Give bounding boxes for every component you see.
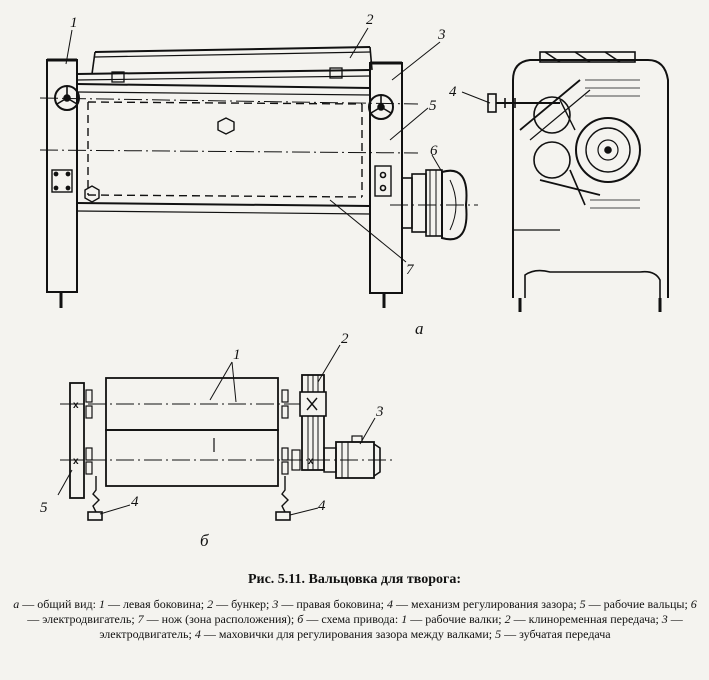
caption-key: 6	[690, 597, 697, 611]
front-view	[39, 46, 478, 308]
caption-text: — маховички для регулирования зазора меж…	[200, 627, 496, 641]
drive-scheme	[60, 374, 395, 521]
callout-a-7: 7	[406, 262, 415, 278]
callout-b-3: 3	[375, 404, 384, 420]
caption-key: 4	[194, 627, 201, 641]
caption-key: а	[13, 597, 20, 611]
caption-key: 1	[401, 612, 408, 626]
callout-b-1: 1	[233, 347, 241, 363]
caption-text: — механизм регулирования зазора;	[392, 597, 580, 611]
v-belt-drive	[299, 374, 327, 471]
callout-a-1: 1	[70, 15, 78, 31]
svg-text:x: x	[308, 456, 314, 467]
caption-text: — нож (зона расположения);	[143, 612, 298, 626]
caption-text: — электродвигатель;	[99, 612, 683, 641]
caption-text: — зубчатая передача	[501, 627, 611, 641]
callout-b-4-right: 4	[318, 498, 326, 514]
figure-caption-title: Рис. 5.11. Вальцовка для творога:	[247, 572, 462, 587]
caption-text: — левая боковина;	[104, 597, 208, 611]
caption-text: — правая боковина;	[278, 597, 387, 611]
caption-key: б	[297, 612, 304, 626]
caption-text: — электродвигатель;	[27, 612, 138, 626]
hopper	[76, 46, 373, 83]
left-adjust-handwheel-icon	[87, 476, 103, 521]
callout-a-4: 4	[449, 84, 457, 100]
caption-text: — общий вид:	[19, 597, 99, 611]
callout-a-6: 6	[430, 143, 438, 159]
svg-text:x: x	[73, 456, 79, 467]
sublabel-a: а	[415, 319, 424, 338]
caption-key: 5	[495, 627, 502, 641]
caption-key: 5	[579, 597, 586, 611]
motor-scheme	[323, 435, 381, 479]
working-rolls	[87, 101, 363, 198]
callout-b-4-left: 4	[131, 494, 139, 510]
caption-key: 1	[98, 597, 105, 611]
callout-a-2: 2	[366, 12, 374, 28]
caption-key: 4	[386, 597, 393, 611]
side-view	[487, 51, 669, 312]
caption-key: 2	[504, 612, 511, 626]
caption-key: 2	[207, 597, 214, 611]
caption-key: 3	[272, 597, 279, 611]
callout-b-5: 5	[40, 500, 48, 516]
figure-caption-body: а — общий вид: 1 — левая боковина; 2 — б…	[10, 597, 700, 642]
gap-adjustment-mechanism	[487, 93, 560, 113]
machine-diagram: x x x 1 2 3 4 5 6 7 а 1 2 3 4 4 5 б	[39, 12, 669, 550]
svg-text:x: x	[73, 400, 79, 411]
callout-b-2: 2	[341, 331, 349, 347]
caption-text: — клиноременная передача;	[510, 612, 662, 626]
caption-text: — бункер;	[213, 597, 273, 611]
caption-text: — схема привода:	[303, 612, 402, 626]
caption-key: 3	[661, 612, 668, 626]
callout-a-3: 3	[437, 27, 446, 43]
caption-key: 7	[137, 612, 144, 626]
callout-a-5: 5	[429, 98, 437, 114]
right-adjust-handwheel-icon	[275, 476, 291, 521]
sublabel-b: б	[200, 531, 209, 550]
caption-text: — рабочие валки;	[407, 612, 505, 626]
caption-text: — рабочие вальцы;	[585, 597, 691, 611]
gear-transmission	[69, 382, 85, 499]
electric-motor	[401, 169, 468, 241]
